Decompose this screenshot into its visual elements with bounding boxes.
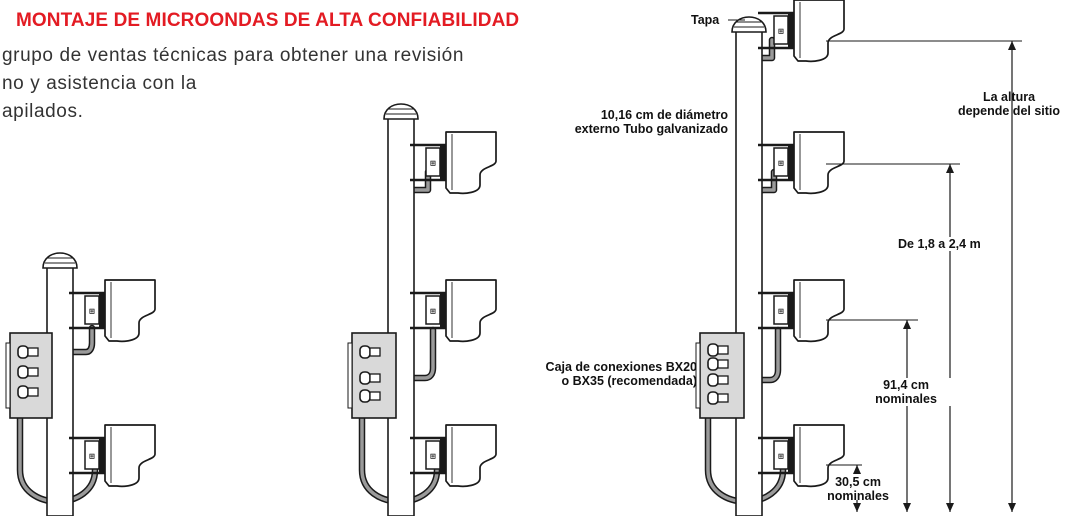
cable-gland	[359, 371, 371, 385]
cable-gland-nut	[717, 345, 729, 355]
clamp-bolts: ⊞	[430, 452, 435, 462]
radio-antenna	[445, 424, 497, 488]
label-junction-box: Caja de conexiones BX20 o BX35 (recomend…	[497, 360, 697, 388]
intro-line-1: grupo de ventas técnicas para obtener un…	[2, 45, 464, 66]
cable-gland	[17, 365, 29, 379]
label-spacing-upper: De 1,8 a 2,4 m	[896, 237, 983, 251]
mast-pipe	[735, 29, 763, 517]
label-junction-box-line2: o BX35 (recomendada)	[561, 374, 697, 388]
feed-cable	[34, 326, 94, 354]
intro-text: grupo de ventas técnicas para obtener un…	[2, 42, 464, 126]
dimension-arrowhead	[853, 465, 861, 474]
cable-gland-nut	[27, 347, 39, 357]
radio-backplate	[788, 12, 794, 48]
cable-gland	[359, 345, 371, 359]
radio-antenna	[445, 279, 497, 343]
label-site-height: La altura depende del sitio	[941, 90, 1065, 118]
cable-gland	[707, 343, 719, 357]
clamp-bolts: ⊞	[89, 307, 94, 317]
radio-backplate	[440, 144, 446, 180]
clamp-bolts: ⊞	[430, 307, 435, 317]
cable-gland	[17, 385, 29, 399]
clamp-bolts: ⊞	[778, 159, 783, 169]
label-spacing-low-line2: nominales	[827, 489, 889, 503]
radio-antenna	[793, 279, 845, 343]
pipe-cap	[731, 16, 767, 33]
cable-gland-nut	[27, 367, 39, 377]
junction-box-hinge	[695, 342, 701, 409]
radio-backplate	[788, 437, 794, 473]
label-junction-box-line1: Caja de conexiones BX20	[545, 360, 697, 374]
dimension-arrowhead	[946, 164, 954, 173]
clamp-bolts: ⊞	[89, 452, 94, 462]
label-spacing-mid: 91,4 cm nominales	[861, 378, 951, 406]
label-pipe-line2: externo Tubo galvanizado	[574, 122, 728, 136]
radio-antenna	[104, 279, 156, 343]
radio-antenna	[445, 131, 497, 195]
cable-gland-nut	[27, 387, 39, 397]
intro-line-3: apilados.	[2, 101, 84, 122]
radio-backplate	[440, 437, 446, 473]
radio-backplate	[788, 144, 794, 180]
cable-gland	[359, 389, 371, 403]
label-spacing-mid-line1: 91,4 cm	[883, 378, 929, 392]
pipe-cap	[42, 252, 78, 269]
radio-backplate	[440, 292, 446, 328]
dimension-arrowhead	[1008, 41, 1016, 50]
cable-gland	[707, 357, 719, 371]
label-site-height-line2: depende del sitio	[957, 104, 1061, 118]
cable-gland-nut	[717, 393, 729, 403]
cable-gland	[707, 373, 719, 387]
dimension-lines	[728, 19, 1022, 512]
cable-gland-nut	[369, 347, 381, 357]
radio-antenna	[104, 424, 156, 488]
cable-gland-nut	[717, 375, 729, 385]
intro-line-2: no y asistencia con la	[2, 73, 197, 94]
label-site-height-line1: La altura	[982, 90, 1036, 104]
label-spacing-low-line1: 30,5 cm	[835, 475, 881, 489]
cable-gland-nut	[717, 359, 729, 369]
label-spacing-mid-line2: nominales	[875, 392, 937, 406]
dimension-arrowhead	[946, 503, 954, 512]
cable-gland	[707, 391, 719, 405]
radio-antenna	[793, 424, 845, 488]
feed-cable	[726, 328, 780, 382]
cable-gland	[17, 345, 29, 359]
clamp-bolts: ⊞	[778, 452, 783, 462]
clamp-bolts: ⊞	[778, 27, 783, 37]
clamp-bolts: ⊞	[430, 159, 435, 169]
dimension-arrowhead	[1008, 503, 1016, 512]
radio-antenna	[793, 131, 845, 195]
mast-two-radios: ⊞⊞	[5, 252, 156, 517]
dimension-arrowhead	[903, 503, 911, 512]
radio-backplate	[99, 437, 105, 473]
pipe-cap	[383, 103, 419, 120]
label-cap: Tapa	[691, 13, 720, 27]
cable-gland-nut	[369, 373, 381, 383]
mast-three-radios: ⊞ ⊞ ⊞	[347, 103, 497, 517]
junction-box-hinge	[347, 342, 353, 409]
radio-backplate	[99, 292, 105, 328]
mast-pipe	[387, 116, 415, 517]
radio-antenna	[793, 0, 845, 63]
cable-gland-nut	[369, 391, 381, 401]
mast-four-radios: ⊞ ⊞ ⊞ ⊞	[695, 0, 845, 517]
radio-backplate	[788, 292, 794, 328]
dimension-arrowhead	[903, 320, 911, 329]
label-pipe: 10,16 cm de diámetro externo Tubo galvan…	[548, 108, 728, 136]
dimension-arrowhead	[853, 503, 861, 512]
label-spacing-low: 30,5 cm nominales	[816, 475, 900, 503]
clamp-bolts: ⊞	[778, 307, 783, 317]
feed-cable	[380, 328, 435, 380]
label-pipe-line1: 10,16 cm de diámetro	[600, 108, 728, 122]
diagram-title: MONTAJE DE MICROONDAS DE ALTA CONFIABILI…	[16, 10, 520, 31]
junction-box-hinge	[5, 342, 11, 409]
